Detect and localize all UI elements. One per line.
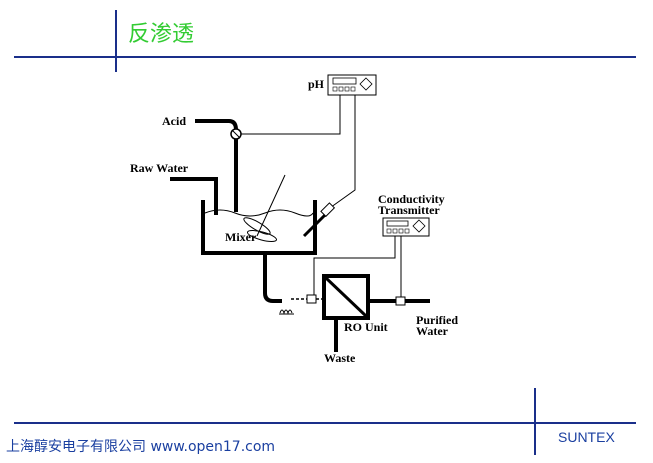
ro-feed-line — [291, 294, 326, 304]
conductivity-meter-icon — [382, 217, 430, 237]
slide-frame — [14, 10, 636, 455]
ph-meter-icon — [327, 74, 377, 96]
acid-label: Acid — [162, 114, 186, 128]
permeate-pipe — [370, 296, 430, 306]
waste-label: Waste — [324, 351, 356, 365]
company-footer: 上海醇安电子有限公司 www.open17.com — [6, 439, 276, 455]
page-title: 反渗透 — [128, 22, 195, 47]
brand-footer: SUNTEX — [558, 429, 615, 445]
ro-membrane-icon — [322, 274, 370, 320]
ph-label: pH — [308, 77, 325, 91]
transmitter-label: Transmitter — [378, 203, 440, 217]
raw-water-label: Raw Water — [130, 161, 189, 175]
ph-probe — [302, 202, 336, 238]
ph-signal-lines — [241, 95, 356, 211]
tank-outlet-pipe — [263, 255, 282, 303]
conductivity-label: Conductivity — [378, 192, 445, 206]
valve-icon — [230, 128, 242, 140]
conductivity-signal-feed — [313, 236, 396, 295]
drain-icon — [279, 309, 294, 315]
mixer-label: Mixer — [225, 230, 257, 244]
ro-unit-label: RO Unit — [344, 320, 388, 334]
raw-water-pipe — [170, 177, 218, 215]
water-label: Water — [416, 324, 449, 338]
mixer — [243, 174, 286, 242]
purified-label: Purified — [416, 313, 458, 327]
mixing-tank — [201, 200, 317, 255]
